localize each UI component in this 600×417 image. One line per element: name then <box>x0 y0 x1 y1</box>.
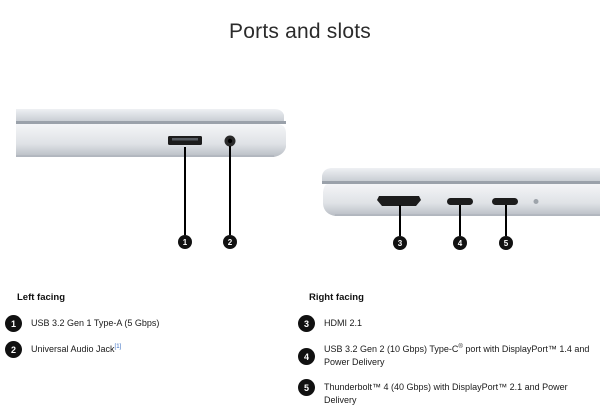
list-item: 3 HDMI 2.1 <box>298 315 362 332</box>
callout-marker-4: 4 <box>453 236 467 250</box>
laptop-right-side-image <box>321 166 600 218</box>
footnote-link[interactable]: [1] <box>114 344 122 350</box>
registered-mark: ® <box>458 344 463 350</box>
left-facing-heading: Left facing <box>17 292 66 303</box>
item-label: Thunderbolt™ 4 (40 Gbps) with DisplayPor… <box>324 382 568 405</box>
list-item: 5 Thunderbolt™ 4 (40 Gbps) with DisplayP… <box>298 379 600 407</box>
item-label: HDMI 2.1 <box>324 318 363 328</box>
callout-marker-2: 2 <box>223 235 237 249</box>
right-facing-heading: Right facing <box>309 292 364 303</box>
item-number: 1 <box>5 315 22 332</box>
callout-line-2 <box>229 146 231 235</box>
item-label-line2: Power Delivery <box>324 357 385 367</box>
callout-line-3 <box>399 205 401 236</box>
callout-marker-1: 1 <box>178 235 192 249</box>
callout-marker-3: 3 <box>393 236 407 250</box>
callout-line-4 <box>459 205 461 236</box>
item-number: 5 <box>298 379 315 396</box>
laptop-left-side-image <box>16 103 288 163</box>
item-label: Universal Audio Jack <box>31 344 115 354</box>
item-number: 4 <box>298 348 315 365</box>
page-title: Ports and slots <box>229 20 371 43</box>
item-number: 2 <box>5 341 22 358</box>
list-item: 4 USB 3.2 Gen 2 (10 Gbps) Type-C® port w… <box>298 344 590 369</box>
item-number: 3 <box>298 315 315 332</box>
list-item: 1 USB 3.2 Gen 1 Type-A (5 Gbps) <box>5 315 159 332</box>
item-label: USB 3.2 Gen 1 Type-A (5 Gbps) <box>31 318 160 328</box>
callout-marker-5: 5 <box>499 236 513 250</box>
item-label-cont: port with DisplayPort™ 1.4 and <box>462 344 590 354</box>
callout-line-5 <box>505 205 507 236</box>
list-item: 2 Universal Audio Jack[1] <box>5 341 121 358</box>
callout-line-1 <box>184 147 186 235</box>
item-label: USB 3.2 Gen 2 (10 Gbps) Type-C <box>324 344 459 354</box>
